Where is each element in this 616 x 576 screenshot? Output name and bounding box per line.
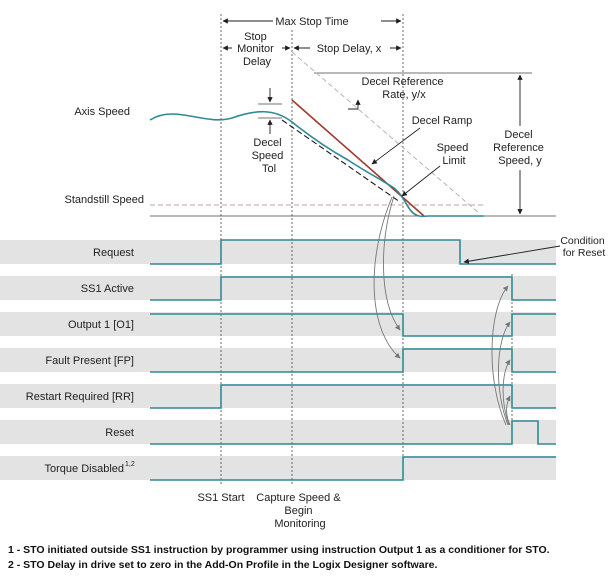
decel-reference-rate-label: Decel Reference Rate, y/x bbox=[362, 76, 447, 101]
arrow-speed-to-output1 bbox=[383, 195, 401, 331]
arrow-speed-to-fault bbox=[373, 196, 401, 359]
signal-label: Output 1 [O1] bbox=[68, 319, 134, 331]
signal-row-band bbox=[0, 420, 556, 444]
footnote-2: 2 - STO Delay in drive set to zero in th… bbox=[8, 559, 437, 571]
arrow-reset-to-restart bbox=[505, 395, 511, 426]
max-stop-time-label: Max Stop Time bbox=[275, 16, 348, 28]
signal-row-bands bbox=[0, 240, 556, 480]
speed-limit-line bbox=[281, 119, 401, 203]
decel-reference-speed-label: Decel Reference Speed, y bbox=[493, 129, 547, 167]
decel-ramp-label: Decel Ramp bbox=[412, 115, 473, 127]
condition-for-reset-label: Condition for Reset bbox=[560, 235, 607, 259]
fault-present-trace bbox=[150, 348, 556, 373]
ss1-start-label: SS1 Start bbox=[197, 492, 244, 504]
signal-row-band bbox=[0, 276, 556, 300]
signal-label: Fault Present [FP] bbox=[45, 355, 134, 367]
timing-intervals: Max Stop Time Stop Monitor Delay Stop De… bbox=[222, 14, 402, 69]
output1-trace bbox=[150, 313, 556, 337]
speed-plot: Standstill Speed Decel Reference Speed, … bbox=[65, 51, 556, 218]
speed-limit-leader bbox=[401, 165, 441, 197]
signal-row-band bbox=[0, 312, 556, 336]
decel-ramp-line bbox=[291, 99, 425, 217]
axis-speed-curve bbox=[149, 110, 484, 218]
arrow-reset-to-fault bbox=[502, 359, 511, 426]
ss1-active-trace bbox=[150, 276, 556, 301]
decel-ramp-leader bbox=[371, 127, 421, 165]
signal-label: Reset bbox=[105, 427, 134, 439]
arrow-reset-to-output1 bbox=[498, 321, 511, 426]
torque-disabled-trace bbox=[150, 456, 556, 481]
arrow-reset-to-ss1 bbox=[491, 285, 509, 426]
signal-row-band bbox=[0, 240, 556, 264]
condition-for-reset-leader bbox=[463, 245, 561, 264]
decel-reference-line bbox=[291, 51, 481, 215]
stop-monitor-delay-label: Stop Monitor Delay bbox=[237, 31, 277, 68]
reset-trace bbox=[150, 420, 556, 445]
causality-arrows bbox=[373, 195, 511, 426]
standstill-speed-label: Standstill Speed bbox=[65, 194, 145, 206]
request-trace bbox=[150, 239, 556, 265]
signal-label: SS1 Active bbox=[81, 283, 134, 295]
signal-row-band bbox=[0, 384, 556, 408]
rate-indicator-arrow bbox=[348, 99, 361, 110]
signal-row-band bbox=[0, 348, 556, 372]
signal-label: Restart Required [RR] bbox=[26, 391, 134, 403]
signal-label-superscript: 1,2 bbox=[125, 461, 135, 468]
capture-speed-label: Capture Speed & Begin Monitoring bbox=[256, 492, 343, 530]
restart-required-trace bbox=[150, 384, 556, 409]
signal-label: Torque Disabled bbox=[45, 463, 125, 475]
axis-speed-label: Axis Speed bbox=[74, 106, 130, 118]
footnote-1: 1 - STO initiated outside SS1 instructio… bbox=[8, 544, 550, 556]
stop-delay-label: Stop Delay, x bbox=[317, 43, 382, 55]
signal-row-band bbox=[0, 456, 556, 480]
speed-limit-label: Speed Limit bbox=[437, 142, 472, 167]
signal-traces bbox=[150, 239, 556, 481]
decel-speed-tol-label: Decel Speed Tol bbox=[252, 137, 287, 175]
signal-label: Request bbox=[93, 247, 134, 259]
